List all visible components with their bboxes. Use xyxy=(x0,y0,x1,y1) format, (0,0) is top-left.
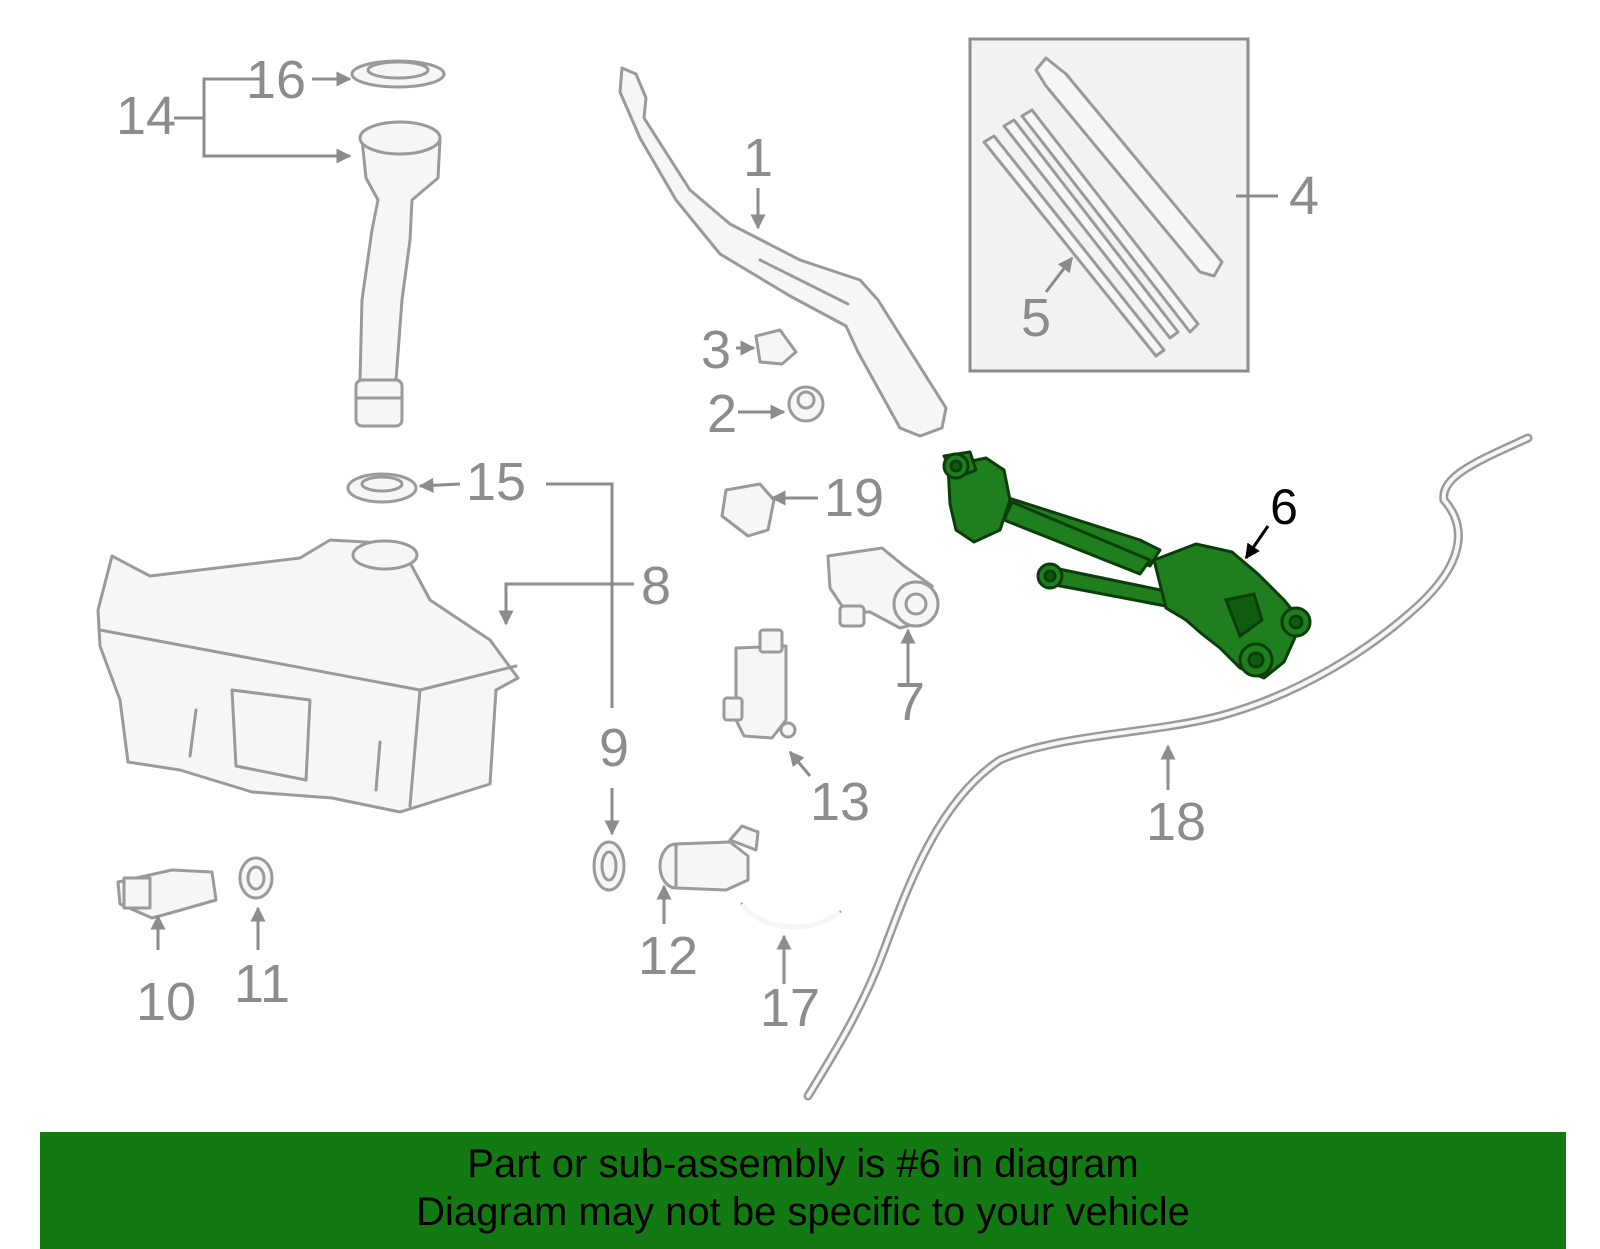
callout-5: 5 xyxy=(1021,288,1051,348)
callout-1: 1 xyxy=(743,128,773,188)
part-15-grommet xyxy=(346,472,418,504)
part-1-wiper-arm xyxy=(618,66,948,438)
callout-6[interactable]: 6 xyxy=(1270,479,1298,535)
callout-13: 13 xyxy=(810,772,870,832)
callout-8: 8 xyxy=(641,556,671,616)
part-3-cap xyxy=(754,328,798,366)
callout-11: 11 xyxy=(234,954,290,1014)
callout-2: 2 xyxy=(707,384,737,444)
callout-19: 19 xyxy=(824,468,884,528)
part-8-washer-reservoir xyxy=(96,538,520,814)
callout-labels: 1 2 3 4 5 6 7 8 9 10 11 12 13 14 15 16 1… xyxy=(116,50,1319,1038)
part-2-nut xyxy=(787,385,825,423)
part-17-hose xyxy=(739,902,842,930)
callout-3: 3 xyxy=(701,320,731,380)
part-18-washer-hose xyxy=(803,433,1533,1101)
part-6-wiper-linkage xyxy=(942,450,1312,680)
callout-16: 16 xyxy=(246,50,306,110)
part-10-pump xyxy=(116,868,218,920)
callout-14: 14 xyxy=(116,86,176,146)
part-11-grommet xyxy=(238,856,274,900)
callout-9: 9 xyxy=(599,718,629,778)
callout-17: 17 xyxy=(760,978,820,1038)
callout-7: 7 xyxy=(895,672,925,732)
callout-15: 15 xyxy=(466,452,526,512)
part-19-clip xyxy=(720,482,776,538)
part-7-wiper-motor xyxy=(826,546,940,630)
callout-10: 10 xyxy=(136,972,196,1032)
part-4-5-blade-box xyxy=(968,37,1250,373)
callout-4: 4 xyxy=(1289,166,1319,226)
callout-12: 12 xyxy=(638,926,698,986)
part-16-filler-cap xyxy=(350,59,446,89)
callout-18: 18 xyxy=(1146,792,1206,852)
banner-line-2: Diagram may not be specific to your vehi… xyxy=(416,1190,1190,1234)
leader-lines xyxy=(150,71,1278,984)
part-12-washer-pump xyxy=(658,824,760,892)
part-13-washer-motor xyxy=(722,628,797,740)
info-banner: Part or sub-assembly is #6 in diagram Di… xyxy=(40,1132,1566,1249)
part-9-grommet xyxy=(592,840,626,892)
part-14-filler-neck xyxy=(354,120,442,428)
banner-line-1: Part or sub-assembly is #6 in diagram xyxy=(467,1142,1139,1186)
